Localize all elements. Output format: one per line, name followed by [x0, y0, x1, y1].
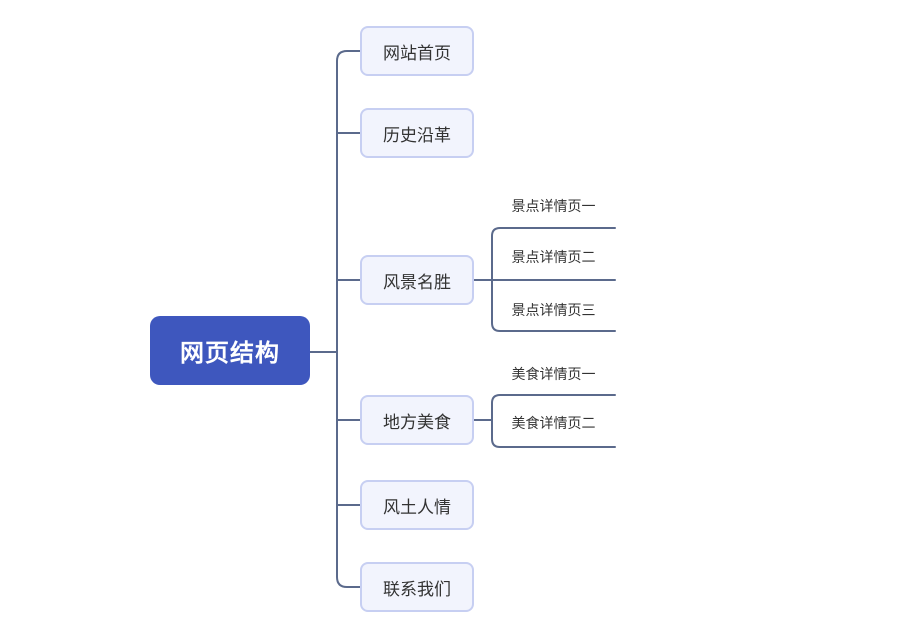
main-trunk	[336, 50, 361, 588]
topic-label: 网站首页	[383, 43, 451, 63]
topic-local-food[interactable]: 地方美食	[360, 395, 474, 445]
leaf-scenic-detail-3[interactable]: 景点详情页三	[511, 302, 596, 318]
leaf-scenic-detail-1[interactable]: 景点详情页一	[511, 198, 596, 214]
topic-label: 历史沿革	[383, 125, 451, 145]
leaf-food-detail-2[interactable]: 美食详情页二	[511, 415, 596, 431]
root-node-label: 网页结构	[180, 340, 280, 367]
topic-contact-us[interactable]: 联系我们	[360, 562, 474, 612]
topic-label: 联系我们	[383, 579, 451, 599]
topic-site-home[interactable]: 网站首页	[360, 26, 474, 76]
leaf-scenic-detail-2[interactable]: 景点详情页二	[511, 249, 596, 265]
topic-label: 风土人情	[383, 497, 451, 517]
topic-local-customs[interactable]: 风土人情	[360, 480, 474, 530]
food-branch-spine	[491, 394, 616, 448]
leaf-food-detail-1[interactable]: 美食详情页一	[511, 366, 596, 382]
topic-scenic-spots[interactable]: 风景名胜	[360, 255, 474, 305]
scenic-branch-spine	[491, 227, 616, 332]
topic-label: 地方美食	[383, 412, 451, 432]
topic-label: 风景名胜	[383, 272, 451, 292]
topic-history[interactable]: 历史沿革	[360, 108, 474, 158]
root-node[interactable]: 网页结构	[150, 316, 310, 385]
